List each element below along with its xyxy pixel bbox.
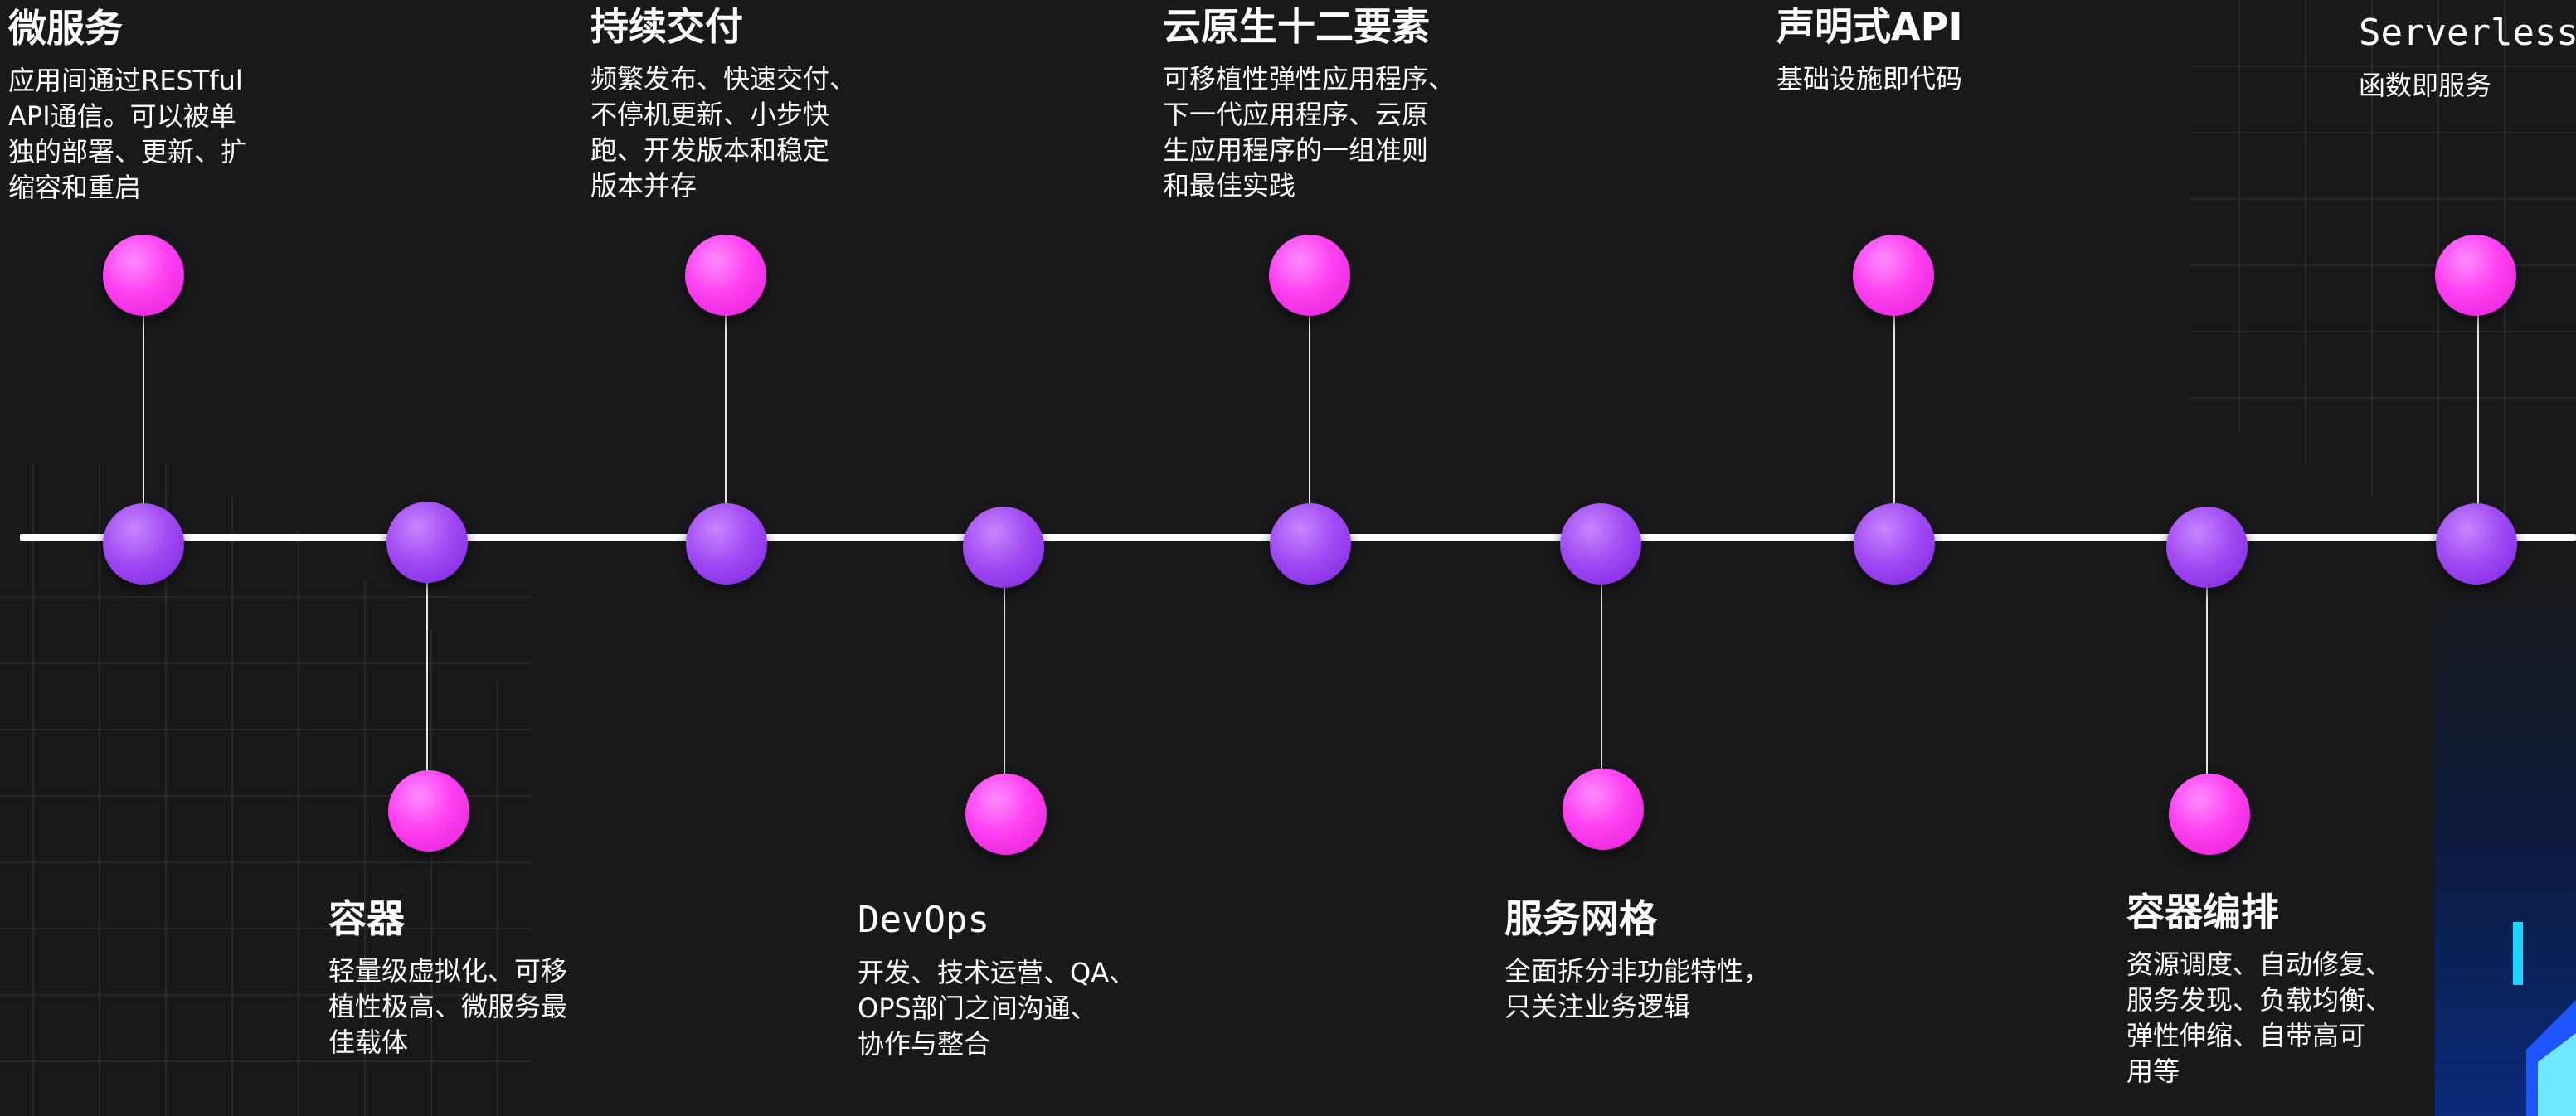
connector-line <box>426 541 428 811</box>
desc-line: 资源调度、自动修复、 <box>2126 949 2393 980</box>
connector-line <box>1601 541 1602 809</box>
milestone-title: 微服务 <box>8 6 123 51</box>
desc-line: 只关注业务逻辑 <box>1504 991 1691 1022</box>
desc-line: 服务发现、负载均衡、 <box>2126 984 2393 1016</box>
connector-line <box>2206 541 2208 814</box>
desc-line: 轻量级虚拟化、可移 <box>328 955 568 987</box>
timeline-node <box>963 507 1044 588</box>
milestone-marker <box>2169 774 2250 855</box>
connector-line <box>1309 277 1310 539</box>
desc-line: 全面拆分非功能特性， <box>1504 955 1771 987</box>
timeline-node <box>103 503 184 585</box>
milestone-continuous-delivery: 持续交付 频繁发布、快速交付、 不停机更新、小步快 跑、开发版本和稳定 版本并存 <box>591 2 856 204</box>
desc-line: 函数即服务 <box>2359 70 2492 101</box>
desc-line: 不停机更新、小步快 <box>591 99 830 130</box>
milestone-desc: 基础设施即代码 <box>1776 61 1962 97</box>
milestone-desc: 可移植性弹性应用程序、 下一代应用程序、云原 生应用程序的一组准则 和最佳实践 <box>1163 61 1455 204</box>
milestone-desc: 频繁发布、快速交付、 不停机更新、小步快 跑、开发版本和稳定 版本并存 <box>591 61 856 204</box>
milestone-declarative-api: 声明式API 基础设施即代码 <box>1776 2 1962 97</box>
milestone-marker <box>685 235 766 316</box>
timeline-node <box>2436 503 2517 585</box>
milestone-microservices: 微服务 应用间通过RESTful API通信。可以被单 独的部署、更新、扩 缩容… <box>8 3 247 206</box>
milestone-desc: 开发、技术运营、QA、 OPS部门之间沟通、 协作与整合 <box>858 955 1135 1062</box>
desc-line: API通信。可以被单 <box>8 100 236 132</box>
milestone-marker <box>965 774 1047 855</box>
milestone-marker <box>1563 769 1644 850</box>
milestone-title: 容器 <box>328 896 405 941</box>
milestone-marker <box>1853 235 1934 316</box>
milestone-service-mesh: 服务网格 全面拆分非功能特性， 只关注业务逻辑 <box>1504 894 1770 1025</box>
milestone-devops: DevOps 开发、技术运营、QA、 OPS部门之间沟通、 协作与整合 <box>858 895 1135 1062</box>
timeline-node <box>686 503 767 585</box>
desc-line: 应用间通过RESTful <box>8 65 243 96</box>
milestone-containers: 容器 轻量级虚拟化、可移 植性极高、微服务最 佳载体 <box>328 894 567 1060</box>
desc-line: 缩容和重启 <box>8 172 142 203</box>
desc-line: 开发、技术运营、QA、 <box>858 957 1136 988</box>
milestone-title: 容器编排 <box>2126 890 2279 934</box>
milestone-title: DevOps <box>858 899 989 941</box>
corner-decoration <box>2435 585 2576 1116</box>
desc-line: 版本并存 <box>591 170 697 201</box>
desc-line: 生应用程序的一组准则 <box>1163 134 1429 166</box>
milestone-orchestration: 容器编排 资源调度、自动修复、 服务发现、负载均衡、 弹性伸缩、自带高可 用等 <box>2126 887 2392 1089</box>
milestone-marker <box>388 770 469 852</box>
desc-line: 可移植性弹性应用程序、 <box>1163 63 1456 95</box>
desc-line: 基础设施即代码 <box>1776 63 1963 95</box>
milestone-desc: 全面拆分非功能特性， 只关注业务逻辑 <box>1504 953 1770 1025</box>
timeline-node <box>1854 503 1935 585</box>
connector-line <box>1893 277 1895 539</box>
desc-line: 协作与整合 <box>858 1028 991 1060</box>
milestone-title: 声明式API <box>1776 4 1963 49</box>
milestone-serverless: Serverless 函数即服务 <box>2359 8 2576 104</box>
desc-line: 和最佳实践 <box>1163 170 1296 201</box>
timeline-node <box>1560 503 1641 585</box>
connector-line <box>143 277 144 539</box>
milestone-marker <box>2435 235 2516 316</box>
timeline-node <box>1270 503 1351 585</box>
connector-line <box>1004 541 1005 814</box>
milestone-desc: 应用间通过RESTful API通信。可以被单 独的部署、更新、扩 缩容和重启 <box>8 63 247 206</box>
desc-line: 植性极高、微服务最 <box>328 991 568 1022</box>
milestone-marker <box>103 235 184 316</box>
milestone-desc: 函数即服务 <box>2359 68 2576 104</box>
milestone-title: 服务网格 <box>1504 896 1657 941</box>
desc-line: 跑、开发版本和稳定 <box>591 134 830 166</box>
desc-line: 弹性伸缩、自带高可 <box>2126 1020 2366 1051</box>
timeline-node <box>2166 507 2248 588</box>
milestone-desc: 资源调度、自动修复、 服务发现、负载均衡、 弹性伸缩、自带高可 用等 <box>2126 947 2392 1089</box>
milestone-title: 云原生十二要素 <box>1163 4 1430 49</box>
milestone-marker <box>1269 235 1350 316</box>
desc-line: 用等 <box>2126 1055 2180 1087</box>
timeline-node <box>386 502 468 583</box>
desc-line: 独的部署、更新、扩 <box>8 136 248 167</box>
milestone-desc: 轻量级虚拟化、可移 植性极高、微服务最 佳载体 <box>328 953 567 1060</box>
milestone-twelve-factor: 云原生十二要素 可移植性弹性应用程序、 下一代应用程序、云原 生应用程序的一组准… <box>1163 2 1455 204</box>
desc-line: 佳载体 <box>328 1026 409 1058</box>
milestone-title: Serverless <box>2359 12 2576 54</box>
desc-line: OPS部门之间沟通、 <box>858 992 1097 1024</box>
connector-line <box>2477 277 2479 539</box>
desc-line: 频繁发布、快速交付、 <box>591 63 857 95</box>
desc-line: 下一代应用程序、云原 <box>1163 99 1429 130</box>
milestone-title: 持续交付 <box>591 4 743 49</box>
connector-line <box>725 277 727 539</box>
